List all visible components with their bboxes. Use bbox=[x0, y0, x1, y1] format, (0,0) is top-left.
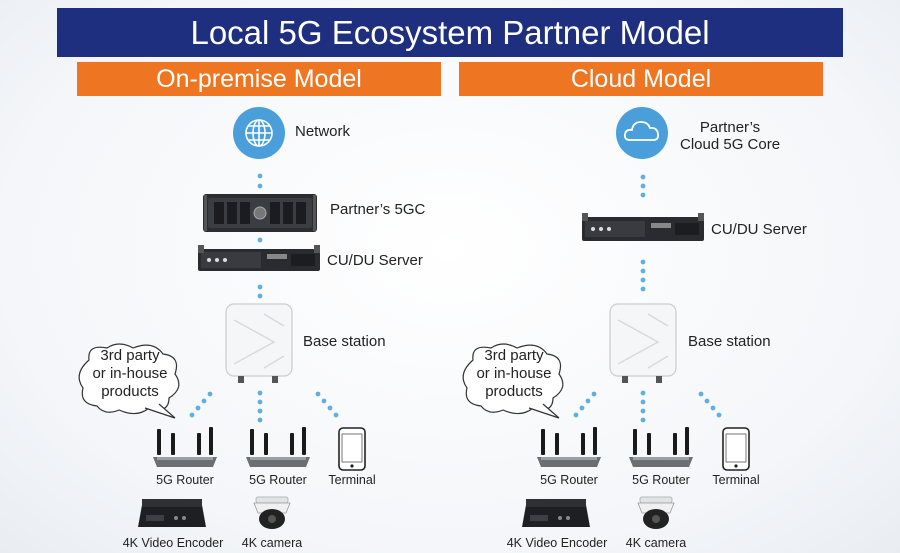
speech-bubble bbox=[78, 343, 180, 419]
terminal-icon bbox=[338, 427, 366, 471]
video-encoder-icon bbox=[138, 499, 206, 527]
bubble-line: or in-house bbox=[476, 365, 552, 382]
encoder-label-left: 4K Video Encoder bbox=[122, 536, 224, 550]
bubble-line: 3rd party bbox=[100, 347, 160, 364]
bubble-line: products bbox=[101, 383, 159, 400]
diagram-title: Local 5G Ecosystem Partner Model bbox=[57, 8, 843, 57]
fivegc-label: Partner’s 5GC bbox=[330, 201, 426, 218]
router2-label-right: 5G Router bbox=[632, 473, 690, 487]
cudu-server-icon bbox=[198, 245, 320, 271]
router1-label-right: 5G Router bbox=[540, 473, 598, 487]
cloud-core-label-line2: Cloud 5G Core bbox=[680, 136, 781, 153]
router-icon bbox=[246, 427, 310, 467]
bubble-text-right: 3rd party or in-house products bbox=[469, 347, 559, 401]
terminal-label-left: Terminal bbox=[328, 473, 376, 487]
router-icon bbox=[537, 427, 601, 467]
camera-icon bbox=[637, 496, 675, 529]
base-station-icon bbox=[225, 303, 293, 383]
camera-label-right: 4K camera bbox=[625, 536, 687, 550]
router-icon bbox=[153, 427, 217, 467]
base-station-icon bbox=[609, 303, 677, 383]
bubble-line: or in-house bbox=[92, 365, 168, 382]
cudu-label-right: CU/DU Server bbox=[711, 221, 807, 238]
network-label: Network bbox=[295, 123, 351, 140]
terminal-label-right: Terminal bbox=[712, 473, 760, 487]
router-icon bbox=[629, 427, 693, 467]
camera-label-left: 4K camera bbox=[241, 536, 303, 550]
header-on-premise: On-premise Model bbox=[77, 62, 441, 96]
globe-icon bbox=[233, 107, 285, 159]
router2-label-left: 5G Router bbox=[249, 473, 307, 487]
cudu-label-left: CU/DU Server bbox=[327, 252, 423, 269]
base-station-label-right: Base station bbox=[688, 333, 771, 350]
terminal-icon bbox=[722, 427, 750, 471]
bubble-line: products bbox=[485, 383, 543, 400]
encoder-label-right: 4K Video Encoder bbox=[506, 536, 608, 550]
bubble-line: 3rd party bbox=[484, 347, 544, 364]
cloud-core-label-line1: Partner’s bbox=[699, 119, 761, 136]
cudu-server-icon bbox=[582, 213, 704, 241]
cloud-core-label: Partner’s Cloud 5G Core bbox=[680, 119, 780, 153]
cloud-icon bbox=[616, 107, 668, 159]
video-encoder-icon bbox=[522, 499, 590, 527]
camera-icon bbox=[253, 496, 291, 529]
base-station-label-left: Base station bbox=[303, 333, 386, 350]
header-cloud: Cloud Model bbox=[459, 62, 823, 96]
bubble-text-left: 3rd party or in-house products bbox=[85, 347, 175, 401]
router1-label-left: 5G Router bbox=[156, 473, 214, 487]
server-5gc-icon bbox=[203, 194, 317, 232]
speech-bubble bbox=[462, 343, 564, 419]
